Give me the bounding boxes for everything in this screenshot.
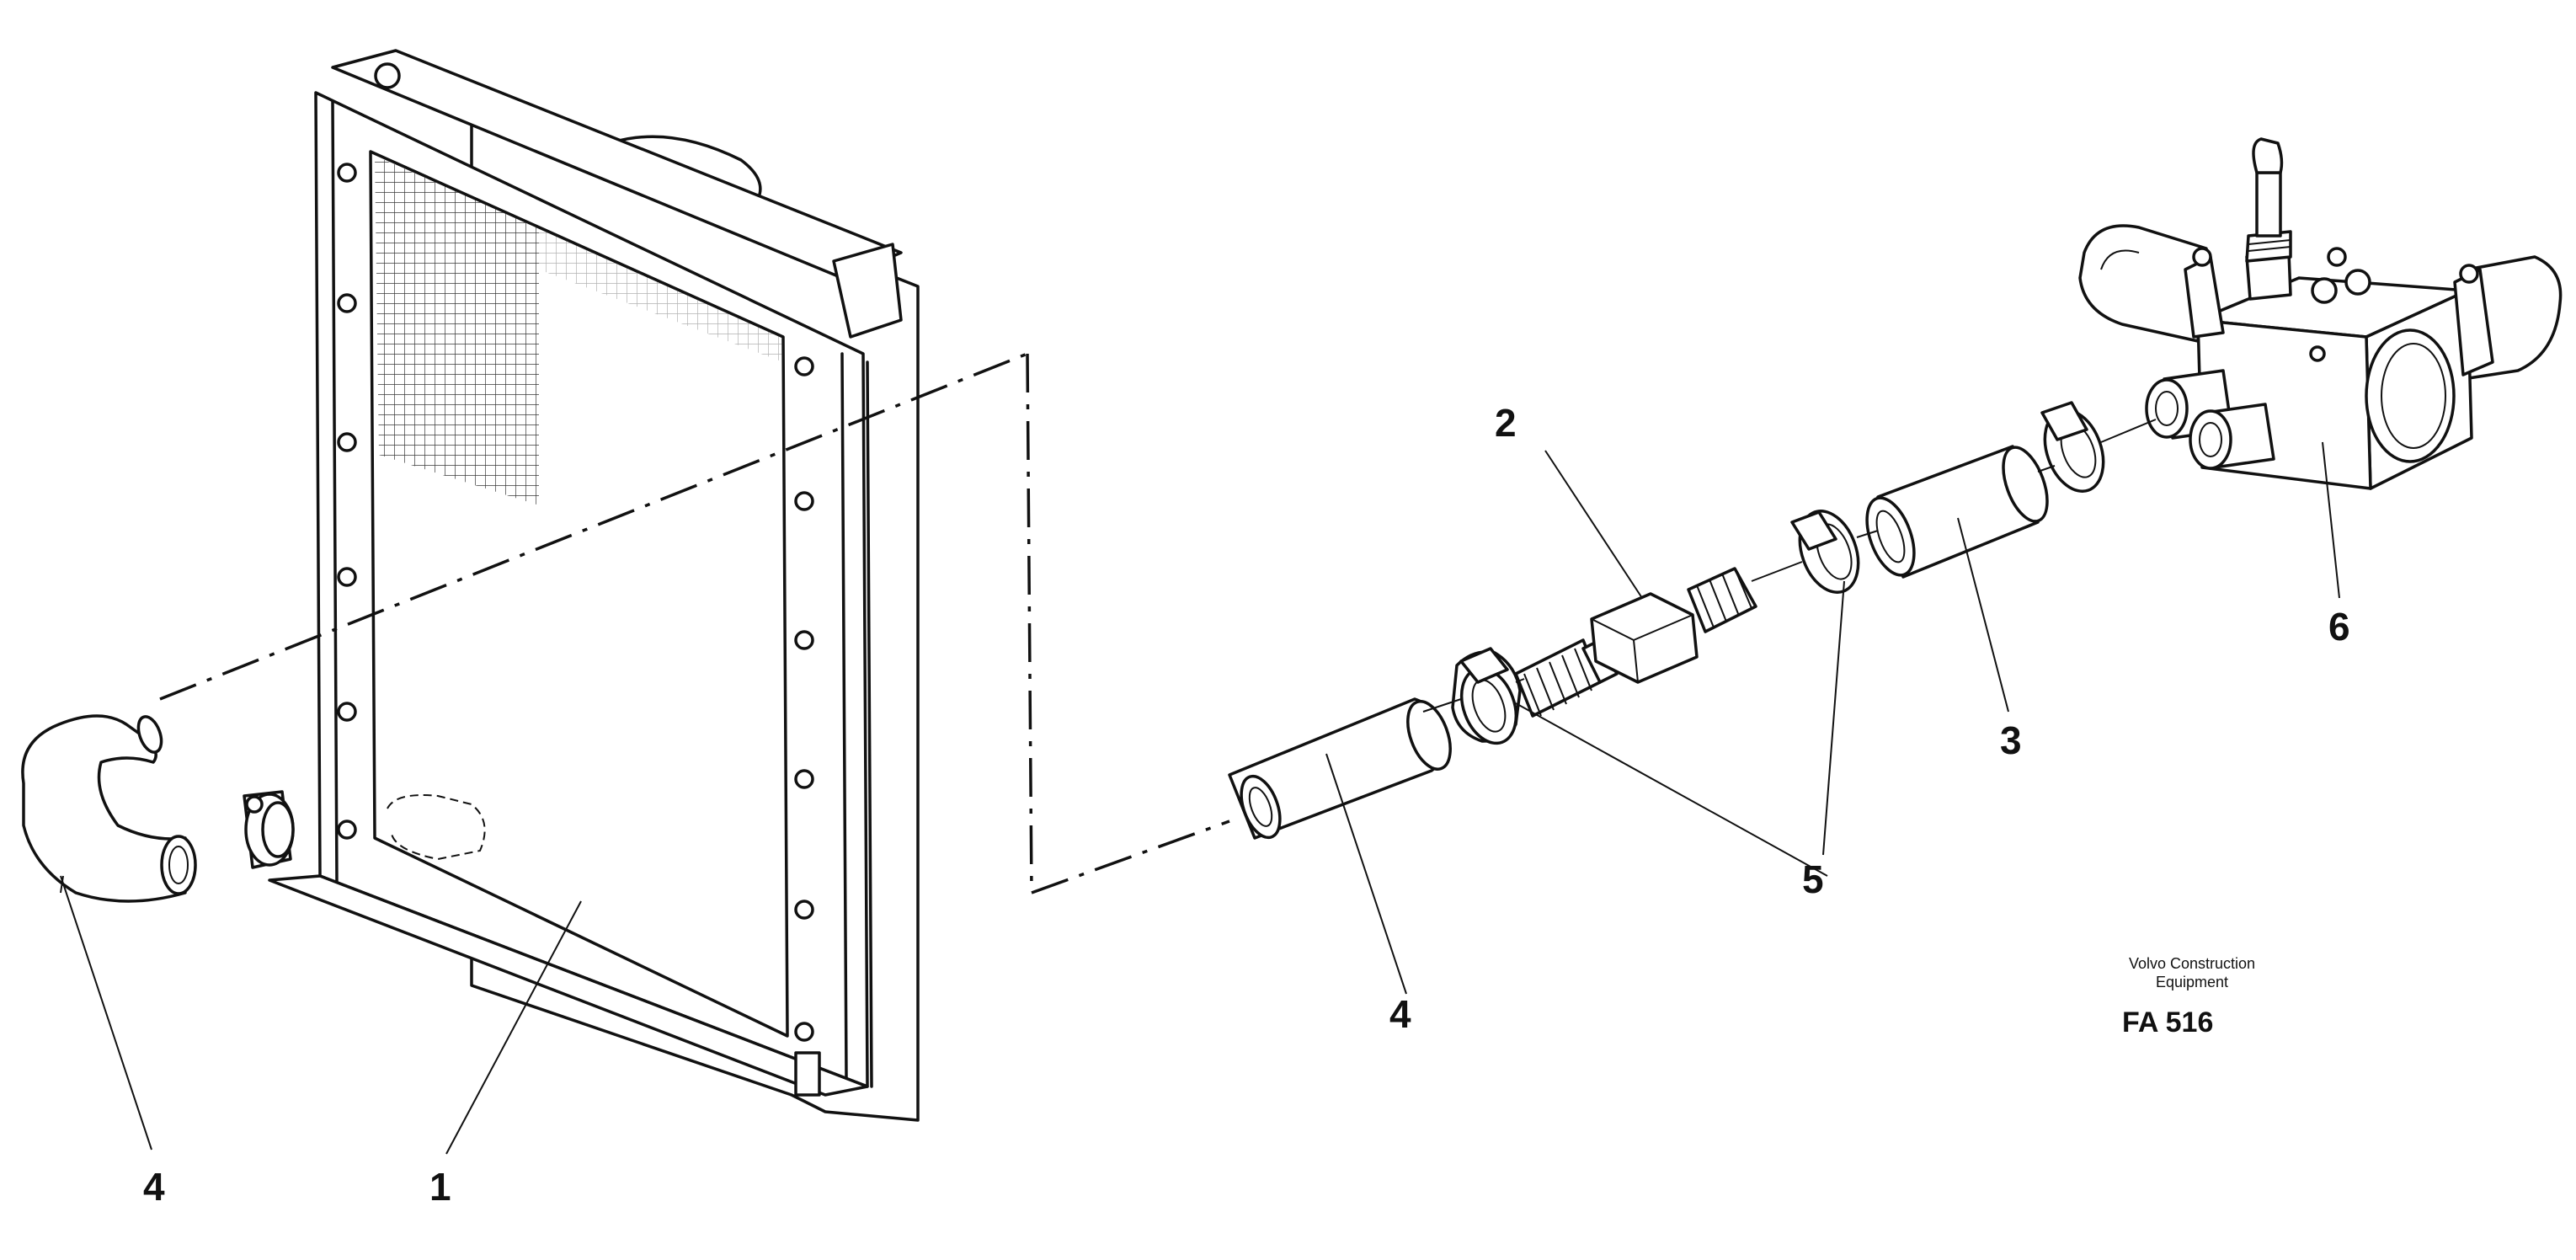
brand-line-1: Volvo Construction [2129,955,2255,972]
callout-5: 5 [1802,857,1824,901]
centerline [159,352,2157,894]
hose-clamp-5a [1451,647,1522,745]
callout-4-left: 4 [143,1165,165,1209]
callout-1: 1 [429,1165,451,1209]
temperature-sender [1514,567,1757,718]
figure-code: FA 516 [2122,1006,2213,1038]
callout-4-middle: 4 [1389,992,1411,1036]
radiator [268,49,920,1122]
hose-middle [1228,697,1452,840]
radiator-hose-left [21,714,197,903]
leader-lines [60,441,2340,1155]
callout-3: 3 [2000,718,2022,762]
hose-clamp-5b [1790,510,1860,594]
callout-2: 2 [1495,401,1517,445]
hose-clamp-left [243,790,295,869]
hose-short [1865,445,2049,579]
valve-body [2078,137,2563,490]
brand-line-2: Equipment [2156,974,2228,990]
hose-clamp-valve [2040,401,2105,493]
callout-6: 6 [2328,605,2350,649]
